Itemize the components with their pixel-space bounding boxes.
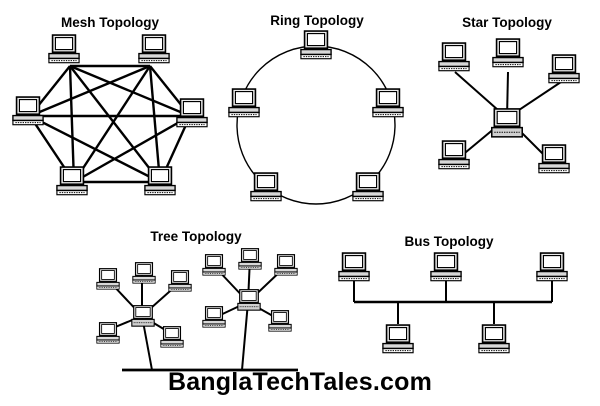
star-hub (490, 108, 524, 138)
star-computer (492, 38, 524, 68)
tree-topology-title: Tree Topology (150, 229, 242, 244)
ring-computer (300, 30, 332, 60)
ring-topology-title: Ring Topology (270, 13, 364, 28)
bus-topology-title: Bus Topology (405, 234, 494, 249)
mesh-computer (12, 96, 44, 126)
tree-computer (268, 310, 292, 332)
star-computer (538, 144, 570, 174)
tree-computer (202, 254, 226, 276)
mesh-topology: Mesh Topology (12, 15, 208, 196)
tree-computer (274, 254, 298, 276)
bus-links (353, 280, 553, 324)
tree-computer (202, 306, 226, 328)
tree-computer (160, 326, 184, 348)
site-footer-text: BanglaTechTales.com (167, 368, 433, 396)
bus-computer (536, 252, 568, 282)
mesh-computer (48, 34, 80, 64)
tree-hub (237, 289, 261, 311)
bus-computer (430, 252, 462, 282)
bus-topology: Bus Topology (338, 234, 568, 354)
tree-topology: Tree Topology (96, 229, 298, 372)
tree-computer (96, 322, 120, 344)
ring-computer (352, 172, 384, 202)
mesh-computer (144, 166, 176, 196)
mesh-computer (56, 166, 88, 196)
tree-computer (132, 262, 156, 284)
tree-computer (238, 248, 262, 270)
mesh-links (29, 64, 192, 184)
ring-computer (228, 88, 260, 118)
star-computer (548, 54, 580, 84)
star-computer (438, 140, 470, 170)
tree-computer (96, 268, 120, 290)
bus-computer (382, 324, 414, 354)
mesh-computer (138, 34, 170, 64)
star-topology-title: Star Topology (462, 15, 552, 30)
tree-hub (131, 305, 155, 327)
mesh-topology-title: Mesh Topology (61, 15, 159, 30)
bus-computer (478, 324, 510, 354)
ring-computer (372, 88, 404, 118)
mesh-computer (176, 98, 208, 128)
ring-computer (250, 172, 282, 202)
star-topology: Star Topology (438, 15, 580, 174)
tree-computer (168, 270, 192, 292)
ring-topology: Ring Topology (228, 13, 404, 205)
star-computer (438, 42, 470, 72)
bus-computer (338, 252, 370, 282)
